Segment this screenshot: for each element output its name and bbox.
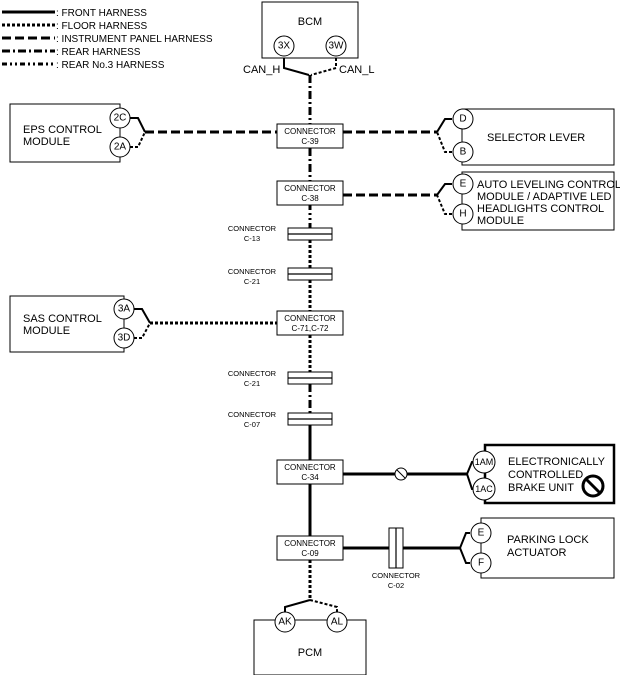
connector-c09-id: C-09 bbox=[301, 549, 319, 558]
brake-pin-1ac: 1AC bbox=[475, 484, 493, 494]
pcm-title: PCM bbox=[298, 647, 322, 659]
prohibited-icon bbox=[581, 474, 605, 498]
selector-lever: SELECTOR LEVER D B bbox=[452, 108, 615, 166]
brake-unit: ELECTRONICALLY CONTROLLED BRAKE UNIT 1AM… bbox=[472, 443, 616, 505]
bcm-title: BCM bbox=[298, 16, 322, 28]
connector-c13-label: CONNECTOR bbox=[228, 224, 277, 233]
connector-c71-label: CONNECTOR bbox=[284, 314, 336, 323]
pcm-pin-ak: AK bbox=[278, 617, 292, 628]
connector-c34-label: CONNECTOR bbox=[284, 463, 336, 472]
connector-c02-label: CONNECTOR bbox=[372, 571, 421, 580]
connector-c21b-label: CONNECTOR bbox=[228, 369, 277, 378]
connector-c21-lower: CONNECTOR C-21 bbox=[228, 369, 333, 388]
connector-c38-id: C-38 bbox=[301, 194, 319, 203]
connector-c13: CONNECTOR C-13 bbox=[228, 224, 333, 243]
connector-c71-c72: CONNECTOR C-71,C-72 bbox=[276, 310, 344, 336]
legend-floor-label: : FLOOR HARNESS bbox=[56, 21, 147, 32]
parking-lock-actuator: PARKING LOCK ACTUATOR E F bbox=[470, 517, 615, 579]
small-prohibited-icon bbox=[394, 467, 408, 481]
legend-instrument-label: : INSTRUMENT PANEL HARNESS bbox=[56, 34, 213, 45]
eps-title-line1: EPS CONTROL bbox=[23, 124, 102, 136]
bcm-pin-3w: 3W bbox=[329, 41, 345, 52]
sas-control-module: SAS CONTROL MODULE 3A 3D bbox=[9, 295, 135, 353]
connector-c09-label: CONNECTOR bbox=[284, 539, 336, 548]
eps-pin-2a: 2A bbox=[114, 142, 127, 153]
sas-title-line2: MODULE bbox=[23, 325, 70, 337]
sas-pin-3a: 3A bbox=[118, 304, 131, 315]
selector-title: SELECTOR LEVER bbox=[487, 132, 585, 144]
connector-c39-label: CONNECTOR bbox=[284, 127, 336, 136]
connector-c07: CONNECTOR C-07 bbox=[228, 410, 333, 429]
bcm-module: BCM 3X 3W CAN_H CAN_L bbox=[243, 1, 374, 76]
auto-leveling-line4: MODULE bbox=[477, 215, 524, 227]
connector-c07-label: CONNECTOR bbox=[228, 410, 277, 419]
parking-pin-f: F bbox=[478, 558, 484, 569]
connector-c13-id: C-13 bbox=[244, 234, 260, 243]
connector-c39: CONNECTOR C-39 bbox=[276, 123, 344, 149]
legend: : FRONT HARNESS : FLOOR HARNESS : INSTRU… bbox=[2, 8, 213, 71]
can-l-label: CAN_L bbox=[339, 64, 374, 76]
parking-line2: ACTUATOR bbox=[507, 547, 567, 559]
brake-line2: CONTROLLED bbox=[508, 469, 583, 481]
bcm-pin-3x: 3X bbox=[278, 41, 291, 52]
connector-c07-id: C-07 bbox=[244, 420, 260, 429]
connector-c21-upper: CONNECTOR C-21 bbox=[228, 267, 333, 286]
can-h-label: CAN_H bbox=[243, 64, 280, 76]
pcm-pin-al: AL bbox=[331, 617, 344, 628]
eps-pin-2c: 2C bbox=[114, 113, 127, 124]
connector-c21a-id: C-21 bbox=[244, 277, 260, 286]
connector-c71-id: C-71,C-72 bbox=[292, 324, 329, 333]
connector-c02-id: C-02 bbox=[388, 581, 404, 590]
connector-c02: CONNECTOR C-02 bbox=[372, 527, 421, 590]
eps-title-line2: MODULE bbox=[23, 136, 70, 148]
connector-c39-id: C-39 bbox=[301, 137, 319, 146]
connector-c34: CONNECTOR C-34 bbox=[276, 459, 344, 485]
brake-pin-1am: 1AM bbox=[475, 457, 494, 467]
parking-pin-e: E bbox=[478, 528, 485, 539]
pcm-module: PCM AK AL bbox=[253, 611, 367, 675]
sas-pin-3d: 3D bbox=[118, 333, 131, 344]
auto-leveling-line1: AUTO LEVELING CONTROL bbox=[477, 179, 620, 191]
connector-c21a-label: CONNECTOR bbox=[228, 267, 277, 276]
sas-title-line1: SAS CONTROL bbox=[23, 313, 102, 325]
auto-leveling-line2: MODULE / ADAPTIVE LED bbox=[477, 191, 612, 203]
selector-pin-d: D bbox=[459, 114, 466, 125]
connector-c21b-id: C-21 bbox=[244, 379, 260, 388]
legend-rear3-label: : REAR No.3 HARNESS bbox=[56, 60, 165, 71]
eps-control-module: EPS CONTROL MODULE 2C 2A bbox=[9, 103, 131, 163]
brake-line3: BRAKE UNIT bbox=[508, 482, 574, 494]
legend-front-label: : FRONT HARNESS bbox=[56, 8, 147, 19]
connector-c09: CONNECTOR C-09 bbox=[276, 535, 344, 561]
connector-c34-id: C-34 bbox=[301, 473, 319, 482]
auto-leveling-module: AUTO LEVELING CONTROL MODULE / ADAPTIVE … bbox=[452, 171, 620, 231]
selector-pin-b: B bbox=[460, 147, 467, 158]
connector-c38-label: CONNECTOR bbox=[284, 184, 336, 193]
brake-line1: ELECTRONICALLY bbox=[508, 456, 606, 468]
connector-c38: CONNECTOR C-38 bbox=[276, 180, 344, 206]
legend-rear-label: : REAR HARNESS bbox=[56, 47, 141, 58]
auto-leveling-pin-h: H bbox=[459, 209, 466, 220]
parking-line1: PARKING LOCK bbox=[507, 534, 589, 546]
auto-leveling-pin-e: E bbox=[460, 179, 467, 190]
auto-leveling-line3: HEADLIGHTS CONTROL bbox=[477, 203, 604, 215]
